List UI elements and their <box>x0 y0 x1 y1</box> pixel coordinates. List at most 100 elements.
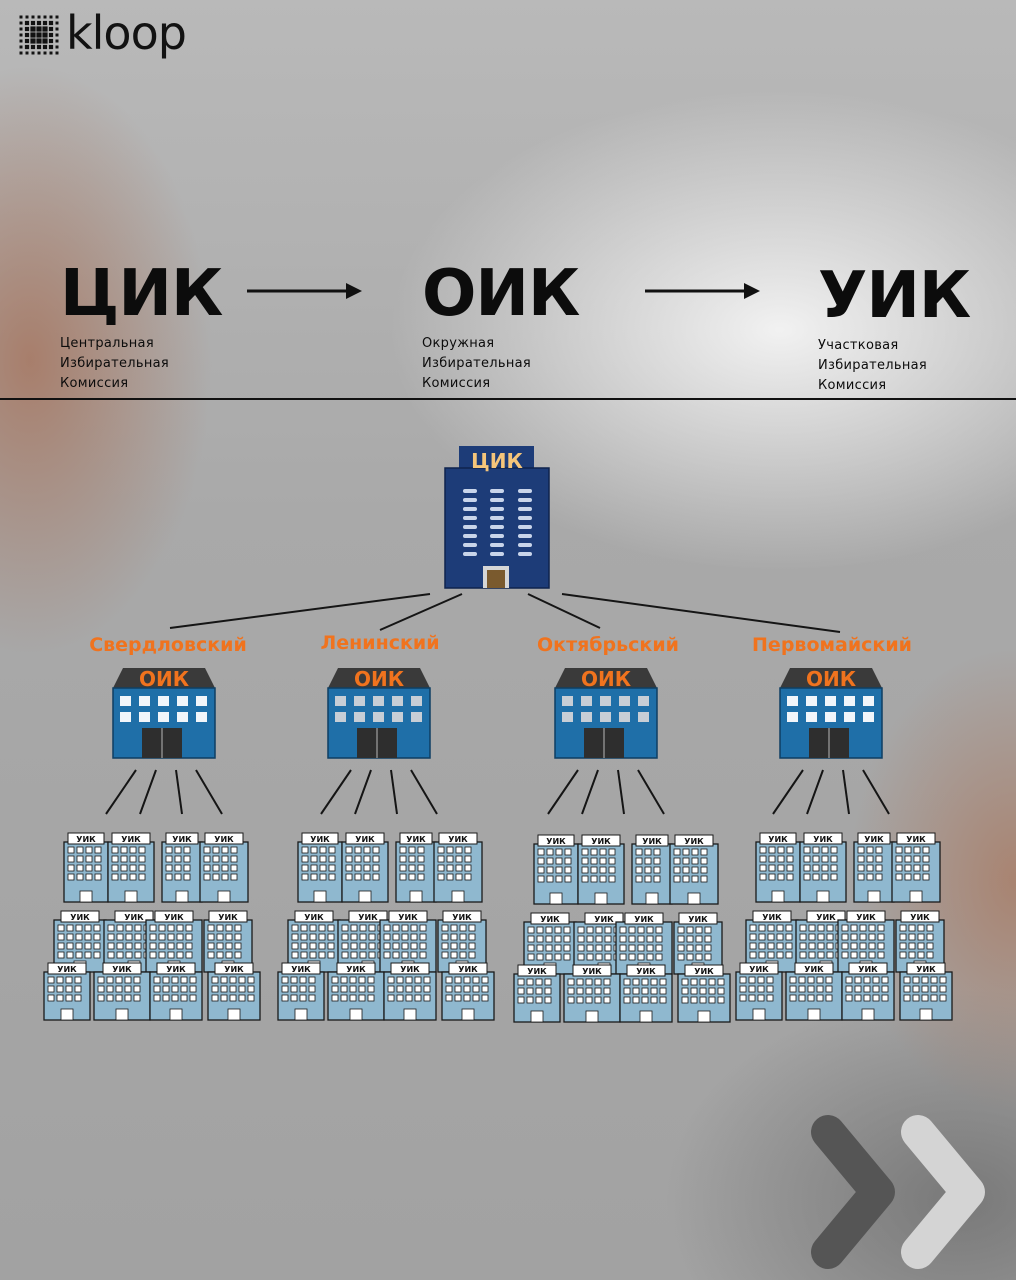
uik-window <box>650 987 658 995</box>
uik-building: УИК <box>277 962 325 1021</box>
uik-window <box>826 951 834 959</box>
uik-window <box>677 944 685 952</box>
uik-window <box>646 926 654 934</box>
oik-window <box>600 696 611 706</box>
uik-window <box>319 855 327 863</box>
uik-window <box>817 933 825 941</box>
uik-window <box>586 944 594 952</box>
connector-line <box>772 769 804 815</box>
uik-sign <box>896 832 936 845</box>
uik-window <box>789 976 797 984</box>
uik-window <box>455 846 463 854</box>
uik-window <box>301 864 309 872</box>
cik-window <box>518 534 532 538</box>
uik-window <box>327 924 335 932</box>
uik-window <box>785 924 793 932</box>
uik-window <box>463 976 471 984</box>
uik-window <box>399 873 407 881</box>
uik-label: УИК <box>768 835 788 844</box>
uik-label: УИК <box>906 835 926 844</box>
uik-window <box>419 942 427 950</box>
cik-window <box>463 516 477 520</box>
uik-window <box>281 985 289 993</box>
uik-window <box>149 942 157 950</box>
uik-sign <box>678 912 718 925</box>
uik-window <box>56 976 64 984</box>
uik-window <box>290 994 298 1002</box>
connector-line <box>175 769 183 815</box>
uik-window <box>74 976 82 984</box>
uik-window <box>359 933 367 941</box>
logo-dot <box>42 32 48 38</box>
uik-window <box>545 953 553 961</box>
uik-window <box>686 935 694 943</box>
uik-building: УИК <box>669 834 719 905</box>
uik-window <box>677 953 685 961</box>
uik-window <box>176 933 184 941</box>
uik-window <box>116 942 124 950</box>
uik-window <box>785 933 793 941</box>
uik-window <box>857 864 865 872</box>
uik-window <box>599 857 607 865</box>
cik-window <box>490 498 504 502</box>
uik-window <box>776 942 784 950</box>
logo-dot <box>19 21 23 25</box>
oik-label: ОИК <box>139 667 190 691</box>
uik-door <box>294 1008 308 1021</box>
uik-window <box>401 951 409 959</box>
uik-window <box>165 873 173 881</box>
oik-window <box>373 712 384 722</box>
uik-window <box>207 924 215 932</box>
uik-window <box>877 951 885 959</box>
uik-window <box>767 924 775 932</box>
tier-description: Участковая Избирательная Комиссия <box>818 336 970 396</box>
uik-window <box>116 924 124 932</box>
uik-window <box>646 935 654 943</box>
uik-label: УИК <box>594 915 614 924</box>
uik-window <box>677 935 685 943</box>
connector-line <box>637 769 665 815</box>
uik-window <box>546 875 554 883</box>
uik-window <box>817 942 825 950</box>
uik-window <box>301 873 309 881</box>
uik-label: УИК <box>582 967 602 976</box>
uik-window <box>585 987 593 995</box>
uik-sign <box>348 910 388 923</box>
uik-window <box>47 976 55 984</box>
uik-label: УИК <box>406 835 426 844</box>
uik-window <box>134 951 142 959</box>
uik-window <box>472 994 480 1002</box>
uik-window <box>908 924 916 932</box>
uik-window <box>106 985 114 993</box>
uik-window <box>673 848 681 856</box>
uik-window <box>821 873 829 881</box>
uik-window <box>97 994 105 1002</box>
uik-window <box>759 846 767 854</box>
uik-window <box>125 924 133 932</box>
uik-window <box>608 866 616 874</box>
uik-window <box>481 994 489 1002</box>
uik-window <box>912 994 920 1002</box>
uik-label: УИК <box>546 837 566 846</box>
uik-window <box>922 873 930 881</box>
uik-window <box>171 985 179 993</box>
uik-sign <box>517 964 557 977</box>
uik-window <box>875 855 883 863</box>
tier-desc-line: Участковая <box>818 338 899 353</box>
uik-window <box>704 926 712 934</box>
uik-window <box>659 978 667 986</box>
uik-sign <box>47 962 87 975</box>
uik-door <box>807 1008 821 1021</box>
district-name-sverdlovsky: Свердловский <box>89 634 247 656</box>
uik-window <box>812 864 820 872</box>
uik-window <box>423 994 431 1002</box>
uik-window <box>812 855 820 863</box>
uik-window <box>926 942 934 950</box>
uik-window <box>310 864 318 872</box>
uik-window <box>331 985 339 993</box>
uik-window <box>812 846 820 854</box>
uik-window <box>637 926 645 934</box>
uik-building: УИК <box>433 832 483 903</box>
uik-window <box>577 944 585 952</box>
uik-window <box>417 855 425 863</box>
